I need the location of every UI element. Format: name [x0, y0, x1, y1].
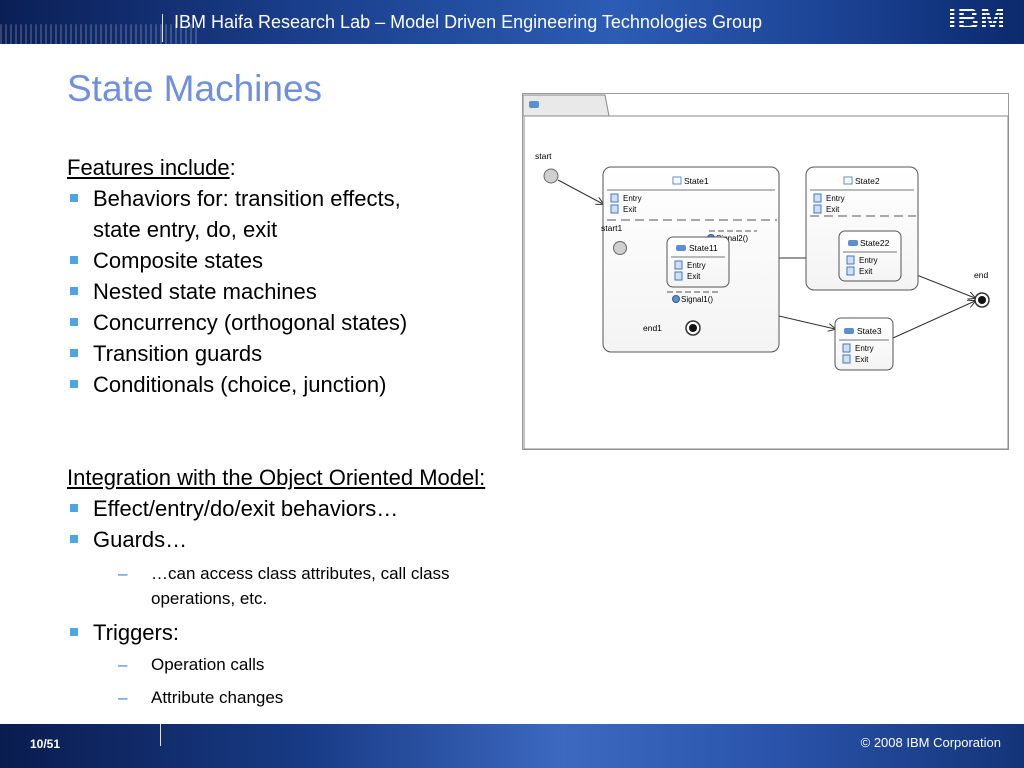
triggers-sub-text: Attribute changes: [151, 688, 284, 707]
entry-icon: [813, 193, 822, 203]
state2-entry: Entry: [826, 194, 845, 203]
entry-icon: [674, 260, 683, 270]
section-spacer: [67, 400, 567, 462]
start-node[interactable]: [543, 168, 559, 184]
guards-subitem: – …can access class attributes, call clas…: [67, 561, 567, 611]
state11-box[interactable]: State11 Entry Exit: [666, 236, 730, 288]
slide-title: State Machines: [67, 68, 323, 109]
features-bullet: Concurrency (orthogonal states): [67, 307, 567, 338]
integration-heading: Integration with the Object Oriented Mod…: [67, 465, 486, 490]
exit-icon: [813, 204, 822, 214]
dash-marker: –: [118, 564, 128, 583]
state-icon: [676, 245, 686, 251]
state-icon: [844, 328, 854, 334]
state11-entry: Entry: [687, 261, 706, 270]
state-machine-diagram: start State1 Entry Exit start1 Signal2()…: [522, 93, 1009, 450]
diagram-tab[interactable]: [523, 94, 610, 117]
footer-divider: [160, 724, 161, 746]
features-bullet: Behaviors for: transition effects, state …: [67, 183, 567, 245]
signal1-label: Signal1(): [681, 295, 713, 304]
entry-icon: [842, 343, 851, 353]
exit-icon: [846, 266, 855, 276]
state2-label: State2: [855, 176, 880, 186]
entry-icon: [846, 255, 855, 265]
transition-start-to-state1[interactable]: [557, 179, 603, 204]
features-bullet-text: Behaviors for: transition effects,: [93, 186, 401, 211]
header-decoration: [0, 24, 200, 44]
state2-exit: Exit: [826, 205, 840, 214]
start1-label: start1: [601, 223, 623, 233]
state-machine-icon: [529, 101, 539, 108]
header-divider: [162, 14, 163, 42]
guards-sub-line2: operations, etc.: [151, 589, 268, 608]
features-bullet: Transition guards: [67, 338, 567, 369]
ibm-logo: IBM: [948, 5, 1016, 35]
state1-label: State1: [684, 176, 709, 186]
end-node-core: [978, 296, 986, 304]
integration-bullet: Effect/entry/do/exit behaviors…: [67, 493, 567, 524]
state3-entry: Entry: [855, 344, 874, 353]
state22-box[interactable]: State22 Entry Exit: [838, 230, 902, 282]
state11-label: State11: [689, 243, 718, 253]
end1-label: end1: [643, 323, 662, 333]
dash-marker: –: [118, 688, 128, 707]
state11-exit: Exit: [687, 272, 701, 281]
features-heading-colon: :: [229, 155, 236, 180]
features-bullet: Nested state machines: [67, 276, 567, 307]
copyright: © 2008 IBM Corporation: [860, 735, 1001, 750]
transition-state3-to-end[interactable]: [892, 301, 975, 339]
state-icon: [848, 240, 858, 246]
end-label: end: [974, 270, 988, 280]
triggers-sub-text: Operation calls: [151, 655, 265, 674]
slide-content: Features include: Behaviors for: transit…: [67, 152, 567, 710]
exit-icon: [610, 204, 619, 214]
signal2-label: Signal2(): [716, 234, 748, 243]
state1-entry: Entry: [623, 194, 642, 203]
triggers-subitem: – Operation calls: [67, 652, 567, 677]
transition-state1-to-state3[interactable]: [778, 315, 835, 329]
state22-entry: Entry: [859, 256, 878, 265]
integration-bullet: Guards…: [67, 524, 567, 555]
footer-band: 10/51 © 2008 IBM Corporation: [0, 724, 1024, 768]
state-icon: [843, 176, 853, 185]
exit-icon: [842, 354, 851, 364]
features-bullet: Conditionals (choice, junction): [67, 369, 567, 400]
ibm-logo-text: IBM: [948, 5, 1016, 35]
header-band: IBM Haifa Research Lab – Model Driven En…: [0, 0, 1024, 44]
state-icon: [672, 176, 682, 185]
guards-sub-line1: …can access class attributes, call class: [151, 564, 450, 583]
state3-box[interactable]: State3 Entry Exit: [834, 317, 894, 371]
integration-bullet: Triggers:: [67, 617, 567, 648]
header-title: IBM Haifa Research Lab – Model Driven En…: [174, 12, 762, 32]
signal-icon: [672, 295, 680, 303]
start1-node[interactable]: [613, 241, 627, 255]
state22-exit: Exit: [859, 267, 873, 276]
diagram-frame: [523, 115, 1009, 450]
end1-node-core: [689, 324, 697, 332]
features-heading: Features include: [67, 155, 230, 180]
state3-label: State3: [857, 326, 882, 336]
diagram-canvas: start State1 Entry Exit start1 Signal2()…: [523, 94, 1009, 450]
triggers-subitem: – Attribute changes: [67, 685, 567, 710]
entry-icon: [610, 193, 619, 203]
exit-icon: [674, 271, 683, 281]
state22-label: State22: [860, 238, 890, 248]
state1-exit: Exit: [623, 205, 637, 214]
dash-marker: –: [118, 655, 128, 674]
features-bullet-cont: state entry, do, exit: [93, 217, 278, 242]
start-label: start: [535, 151, 552, 161]
page-number: 10/51: [30, 737, 61, 751]
features-heading-line: Features include:: [67, 152, 567, 183]
state3-exit: Exit: [855, 355, 869, 364]
features-bullet: Composite states: [67, 245, 567, 276]
